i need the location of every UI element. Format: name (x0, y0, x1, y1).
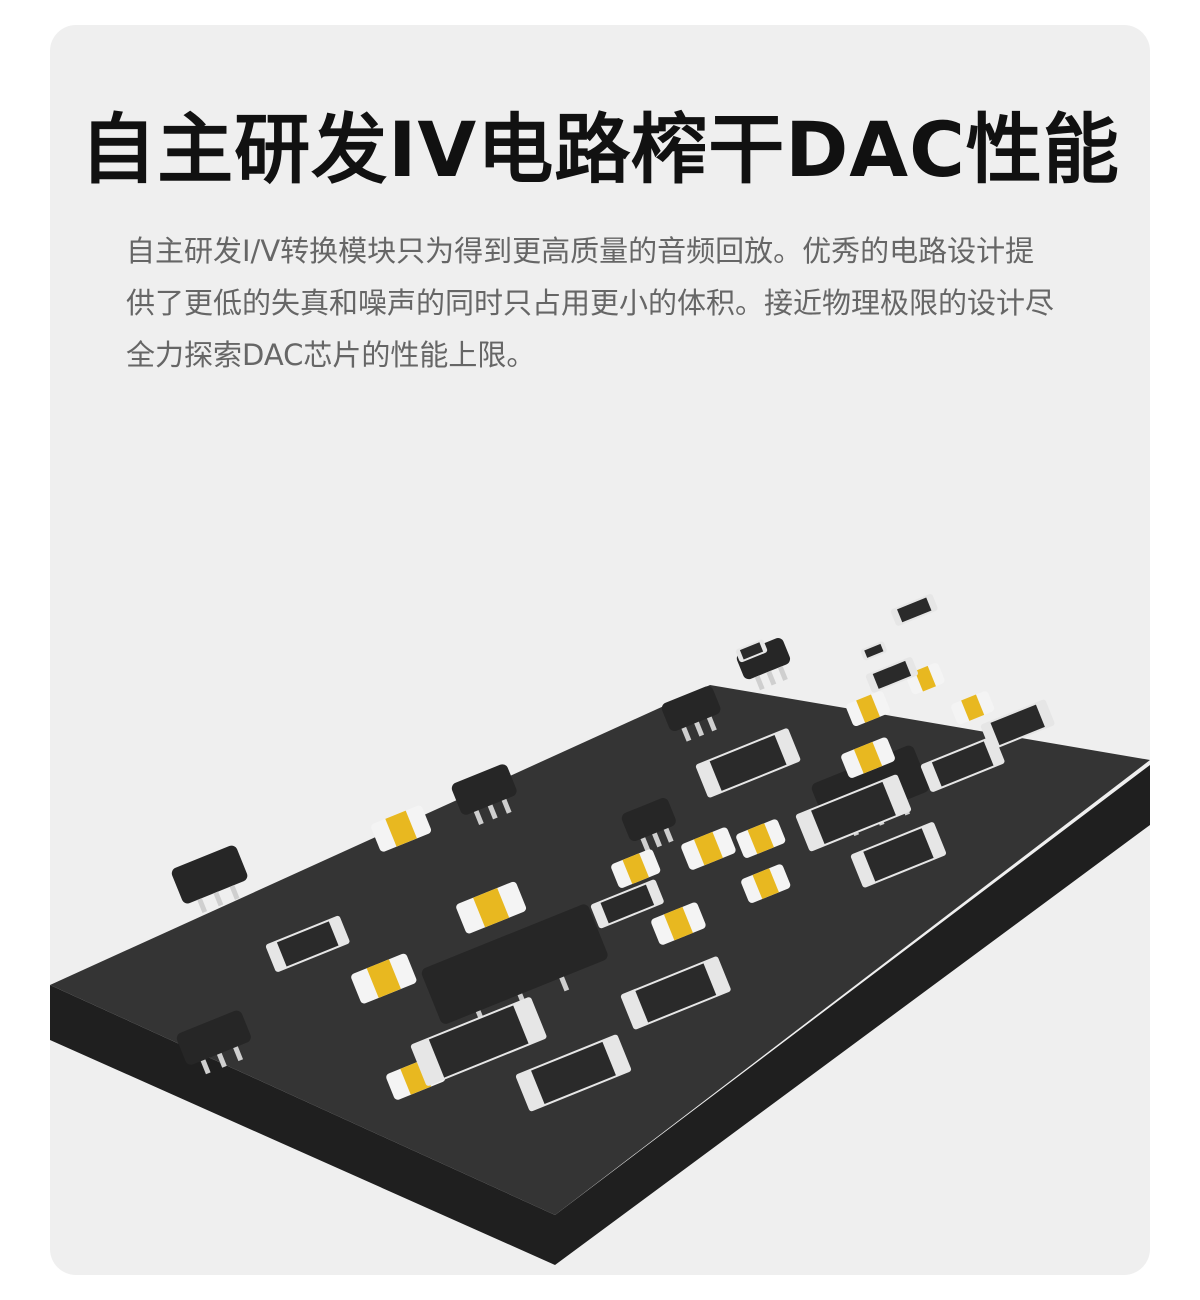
board-edge (50, 765, 1150, 1265)
capacitor (736, 819, 786, 858)
resistor (890, 594, 938, 626)
capacitor (846, 691, 890, 727)
resistor (265, 915, 350, 972)
capacitor (951, 691, 995, 725)
capacitor (611, 849, 661, 888)
resistor (410, 997, 547, 1086)
resistor (860, 641, 887, 661)
circuit-board-illustration (50, 594, 1150, 1265)
capacitor (651, 902, 706, 945)
resistor (695, 728, 801, 798)
resistor (865, 657, 918, 693)
chip (736, 638, 791, 691)
feature-description: 自主研发I/V转换模块只为得到更高质量的音频回放。优秀的电路设计提供了更低的失真… (126, 234, 1055, 372)
capacitor (741, 864, 791, 903)
capacitor (841, 737, 895, 778)
components (171, 594, 1055, 1112)
resistor (920, 735, 1005, 792)
capacitor (681, 827, 736, 870)
chip (451, 764, 517, 826)
resistor (590, 879, 664, 929)
chip (661, 686, 721, 742)
chip (621, 798, 676, 853)
resistor (515, 1034, 632, 1112)
chip (171, 845, 248, 913)
resistor (735, 639, 768, 663)
capacitor (456, 881, 527, 934)
resistor (850, 822, 947, 888)
resistor (620, 956, 731, 1030)
feature-card: 自主研发IV电路榨干DAC性能 自主研发I/V转换模块只为得到更高质量的音频回放… (50, 25, 1150, 1275)
chip (176, 1010, 251, 1075)
resistor (795, 774, 912, 852)
resistor (980, 699, 1055, 751)
capacitor (351, 953, 417, 1004)
page-title: 自主研发IV电路榨干DAC性能 (80, 105, 1120, 194)
capacitor (371, 805, 432, 852)
